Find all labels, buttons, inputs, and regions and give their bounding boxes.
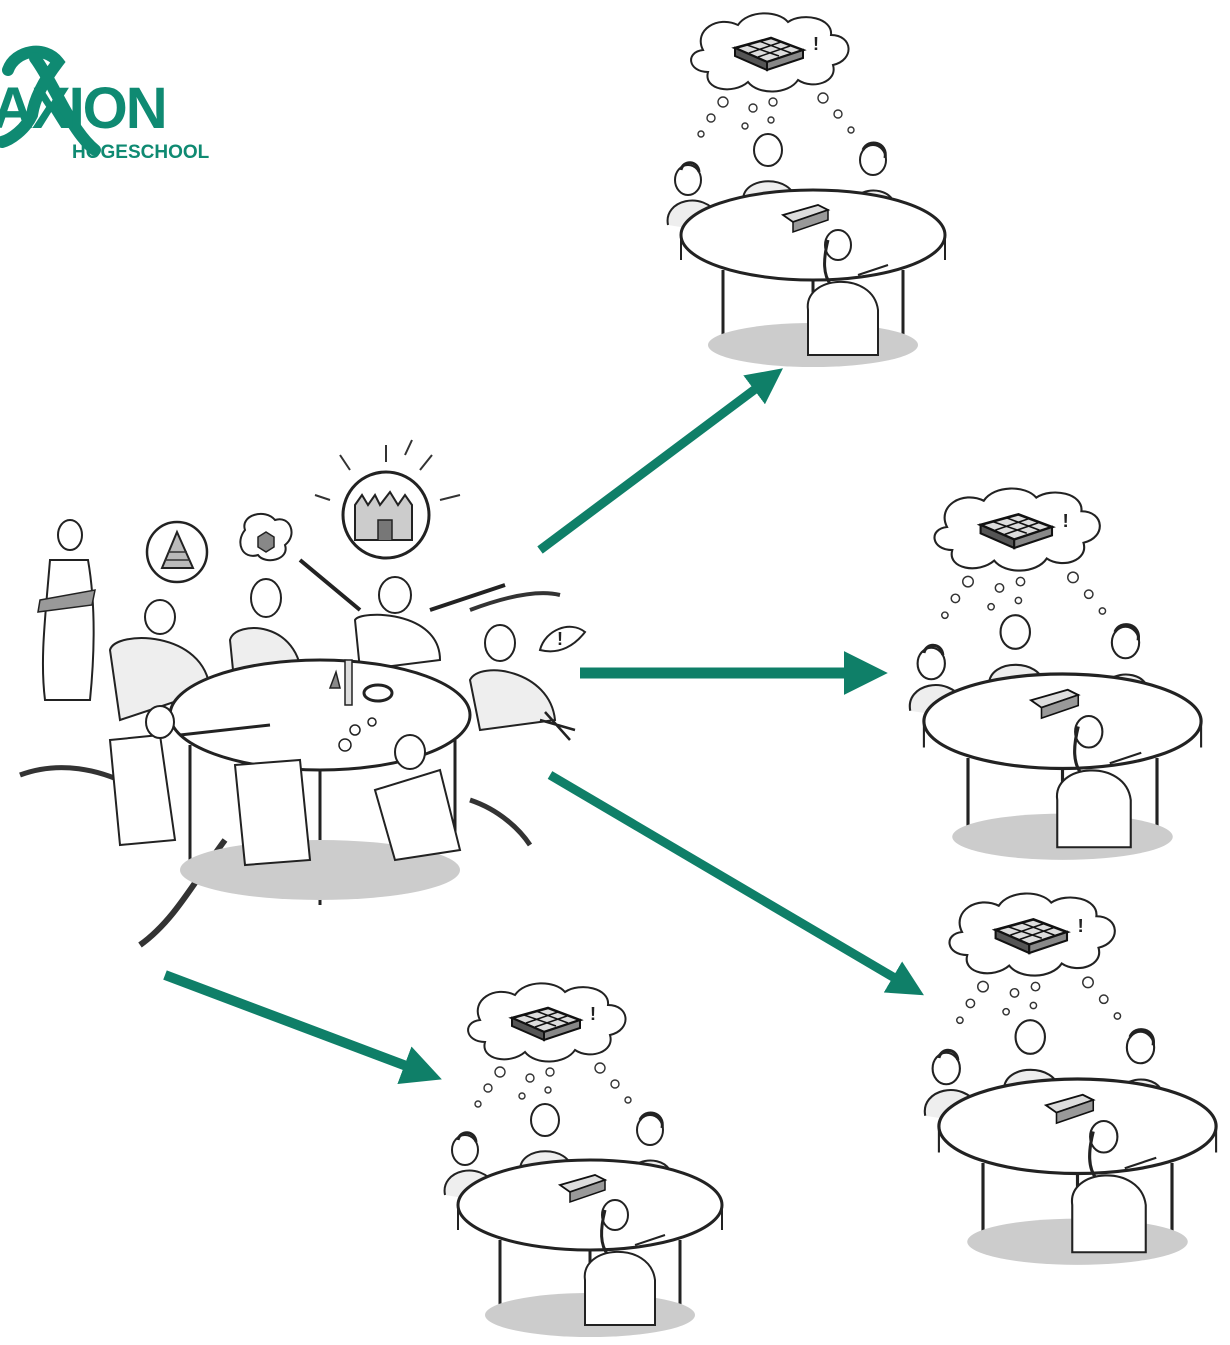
pyramid-bubble bbox=[145, 520, 209, 584]
axion-logo: AXION HOGESCHOOL bbox=[0, 45, 210, 163]
brainstorm-scene: ! bbox=[19, 439, 587, 948]
castle-bubble bbox=[314, 439, 461, 560]
group-bottom-right bbox=[923, 891, 1218, 1267]
logo-wordmark: AXION bbox=[0, 76, 166, 141]
arrow-to-top-group bbox=[537, 368, 783, 554]
arrow-to-bottom-center-group bbox=[163, 970, 442, 1084]
group-top bbox=[666, 11, 947, 369]
group-middle-right bbox=[908, 486, 1203, 862]
svg-text:!: ! bbox=[557, 629, 563, 649]
logo-subtitle: HOGESCHOOL bbox=[72, 142, 210, 163]
exclaim-bubble: ! bbox=[538, 625, 587, 653]
arrow-to-bottom-right-group bbox=[547, 771, 924, 996]
group-bottom-center bbox=[443, 981, 724, 1339]
cube-bubble bbox=[239, 512, 293, 562]
arrows bbox=[163, 368, 924, 1084]
